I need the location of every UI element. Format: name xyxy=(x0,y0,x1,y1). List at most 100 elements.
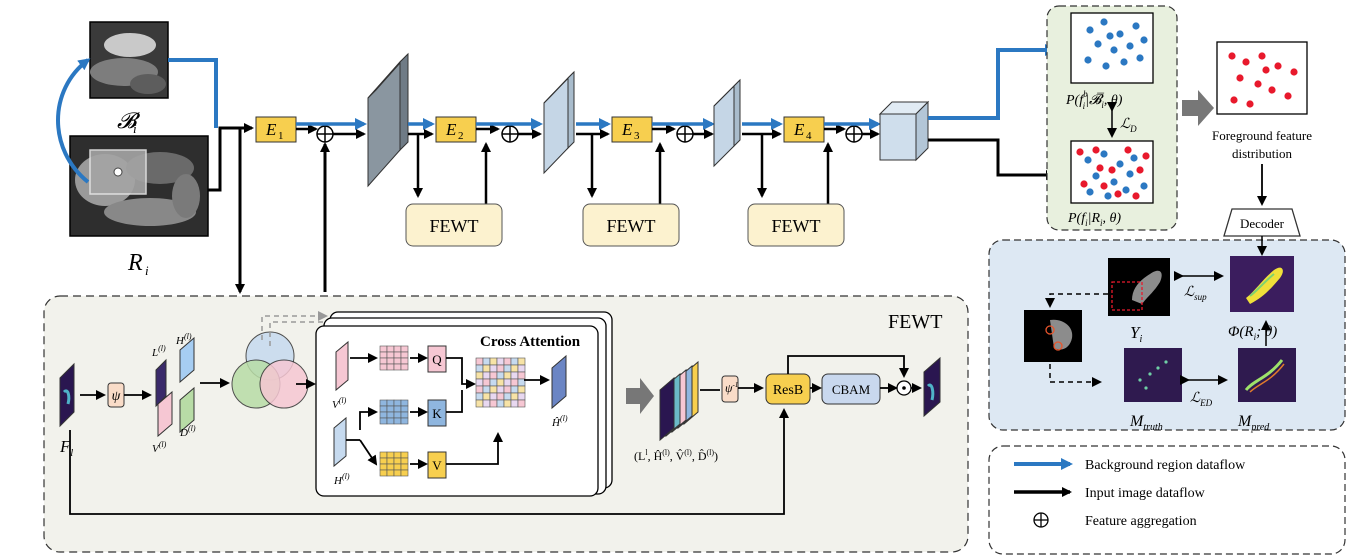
l-band-label: L(l) xyxy=(151,344,166,359)
v-block xyxy=(427,451,447,479)
grid-cell xyxy=(386,363,395,371)
scatter-dot xyxy=(1136,54,1144,62)
grid-cell xyxy=(482,371,491,380)
scatter-dot xyxy=(1100,150,1108,158)
grid-cell xyxy=(510,392,519,401)
scatter-dot xyxy=(1130,154,1138,162)
v-input-block xyxy=(335,340,349,392)
grid-cell xyxy=(503,399,512,408)
grid-cell xyxy=(400,363,409,371)
grid-cell xyxy=(379,399,388,407)
grid-cell xyxy=(510,371,519,380)
v-band-label: V(l) xyxy=(152,440,167,455)
grid-cell xyxy=(393,399,402,407)
region-to-distribution-arrow xyxy=(928,138,1056,180)
scatter-dot xyxy=(1084,156,1092,164)
grid-cell xyxy=(379,463,388,471)
region-label: R xyxy=(127,250,143,276)
cross-attention-title: Cross Attention xyxy=(480,334,581,350)
v-label: V xyxy=(432,458,442,473)
grid-cell xyxy=(489,357,498,366)
encoder-3: E 3 xyxy=(611,116,653,143)
scatter-dot xyxy=(1140,182,1148,190)
grid-cell xyxy=(503,357,512,366)
grid-cell xyxy=(496,371,505,380)
grid-cell xyxy=(496,392,505,401)
grid-cell xyxy=(393,411,402,419)
grid-cell xyxy=(400,357,409,365)
grid-cell xyxy=(517,378,526,387)
grid-cell xyxy=(386,357,395,365)
grid-cell xyxy=(386,417,395,425)
svg-text:4: 4 xyxy=(806,130,812,142)
f-input-image xyxy=(59,362,75,428)
svg-text:FEWT: FEWT xyxy=(607,216,656,236)
k-projection-grid xyxy=(379,399,409,425)
svg-text:FEWT: FEWT xyxy=(772,216,821,236)
prediction-image xyxy=(1230,256,1294,312)
feature-map-3 xyxy=(713,78,741,168)
scatter-dot xyxy=(1268,86,1276,94)
grid-cell xyxy=(400,463,409,471)
grid-cell xyxy=(393,363,402,371)
grid-cell xyxy=(482,392,491,401)
grid-cell xyxy=(496,378,505,387)
grid-cell xyxy=(400,469,409,477)
region-image xyxy=(69,135,209,237)
scatter-dot xyxy=(1120,58,1128,66)
grid-cell xyxy=(393,345,402,353)
legend-item-input: Input image dataflow xyxy=(1085,486,1206,501)
svg-text:E: E xyxy=(265,120,277,139)
grid-cell xyxy=(475,371,484,380)
psi-inverse-label: ψ-1 xyxy=(725,381,738,395)
h-input-block xyxy=(333,416,347,468)
grid-cell xyxy=(400,405,409,413)
scatter-dot xyxy=(1126,42,1134,50)
loss-d-label: ℒD xyxy=(1120,117,1137,134)
scatter-dot xyxy=(1122,186,1130,194)
m-truth-label: Mtruth xyxy=(1129,413,1163,433)
scatter-dot xyxy=(1100,18,1108,26)
scatter-dot xyxy=(1284,92,1292,100)
grid-cell xyxy=(503,371,512,380)
svg-text:E: E xyxy=(793,120,805,139)
grid-cell xyxy=(475,385,484,394)
grid-cell xyxy=(393,451,402,459)
loss-ed-label: ℒED xyxy=(1190,391,1213,408)
grid-cell xyxy=(386,469,395,477)
scatter-dot xyxy=(1080,180,1088,188)
grid-cell xyxy=(393,463,402,471)
psi-inverse-block xyxy=(721,375,739,403)
aggregation-2 xyxy=(501,125,519,143)
psi-label: ψ xyxy=(112,389,121,404)
grid-cell xyxy=(379,363,388,371)
scatter-dot xyxy=(1106,32,1114,40)
encoder-1: E 1 xyxy=(255,116,297,143)
scatter-dot xyxy=(1108,166,1116,174)
ground-truth-image xyxy=(1108,258,1170,316)
scatter-dot xyxy=(1104,192,1112,200)
feature-map-2 xyxy=(543,70,575,175)
grid-cell xyxy=(517,392,526,401)
grid-cell xyxy=(496,357,505,366)
grid-cell xyxy=(379,405,388,413)
grid-cell xyxy=(379,457,388,465)
scatter-dot xyxy=(1094,40,1102,48)
scatter-dot xyxy=(1258,52,1266,60)
v-input-label: V(l) xyxy=(332,396,347,411)
attention-matrix xyxy=(475,357,526,408)
h-hat-label: Ĥ(l) xyxy=(551,414,568,429)
q-label: Q xyxy=(432,352,442,367)
crop-to-truth-arrow xyxy=(1049,364,1102,387)
grid-cell xyxy=(379,357,388,365)
grid-cell xyxy=(400,457,409,465)
reconstructed-stack xyxy=(659,360,699,442)
encoder-2: E 2 xyxy=(435,116,477,143)
grid-cell xyxy=(393,405,402,413)
m-pred-label: Mpred xyxy=(1237,413,1270,433)
y-label: Yi xyxy=(1130,323,1142,345)
scatter-dot xyxy=(1114,190,1122,198)
grid-cell xyxy=(379,451,388,459)
grid-cell xyxy=(510,385,519,394)
